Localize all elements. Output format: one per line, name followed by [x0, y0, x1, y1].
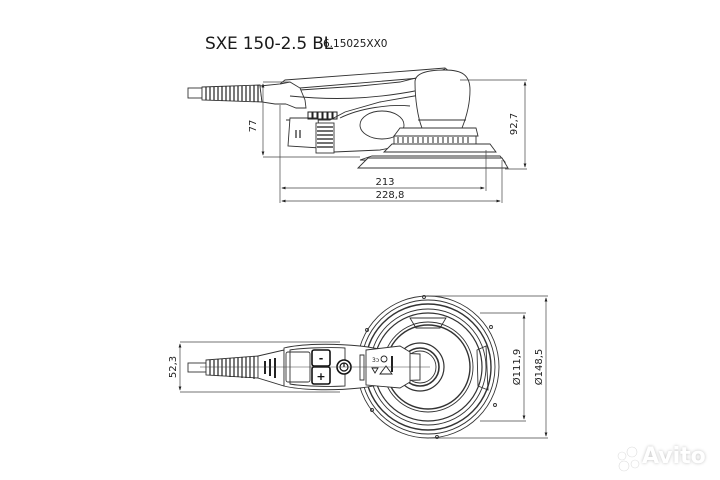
article-number: 6.15025XX0 [323, 38, 388, 50]
minus-button[interactable] [311, 349, 331, 367]
dim-length-pad: 213 [375, 177, 394, 188]
side-view-dimensions [261, 79, 527, 203]
safety-symbols-icon: 3ↄ [371, 355, 393, 375]
cord-icon [187, 84, 263, 103]
dim-height-handle: 77 [248, 120, 259, 133]
dim-height-total: 92,7 [509, 113, 520, 135]
avito-logo-icon [617, 446, 640, 472]
top-view-dimensions [178, 295, 548, 439]
dim-inner-diameter: Ø111,9 [511, 349, 523, 386]
svg-text:3ↄ: 3ↄ [372, 357, 379, 364]
avito-watermark: Avito [642, 444, 706, 469]
dim-handle-width: 52,3 [168, 356, 179, 378]
minus-label: - [319, 352, 324, 365]
side-view [187, 67, 509, 169]
plus-label: + [316, 370, 325, 383]
speed-control [311, 349, 331, 385]
slot-icon [359, 354, 365, 381]
dim-outer-diameter: Ø148,5 [533, 349, 545, 386]
dim-length-total: 228,8 [376, 190, 405, 201]
model-title: SXE 150-2.5 BL [205, 34, 333, 54]
